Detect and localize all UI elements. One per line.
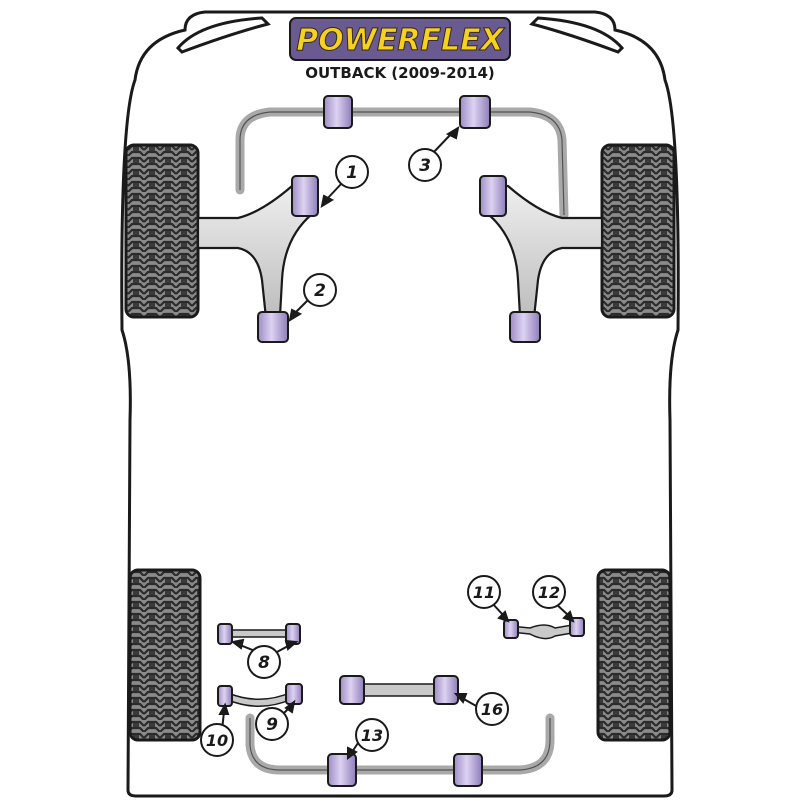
callout-13: 13	[355, 718, 389, 752]
svg-text:16: 16	[481, 700, 503, 719]
bushing-trailing-arm-rear	[433, 675, 459, 705]
model-subtitle: OUTBACK (2009-2014)	[305, 64, 495, 82]
svg-text:1: 1	[346, 163, 358, 183]
svg-text:12: 12	[538, 583, 560, 602]
callout-9: 9	[255, 707, 289, 741]
bushing-front-wishbone-right	[479, 175, 507, 217]
powerflex-logo: POWERFLEX	[289, 17, 511, 61]
callout-1: 1	[335, 155, 369, 189]
front-right-wishbone	[486, 182, 604, 320]
bushing-toe-arm-outer	[569, 617, 585, 637]
windscreen-left	[175, 16, 271, 54]
svg-text:8: 8	[258, 653, 270, 673]
svg-text:3: 3	[419, 156, 431, 176]
callout-11: 11	[467, 575, 501, 609]
bushing-rear-arm-upper-inner	[217, 623, 233, 645]
svg-text:11: 11	[473, 583, 495, 602]
bushing-front-wishbone-rear-left	[257, 311, 289, 343]
bushing-rear-arb-right	[453, 753, 483, 787]
bushing-front-arb-left	[323, 95, 353, 129]
svg-text:13: 13	[361, 726, 383, 745]
rear-right-tyre	[596, 568, 672, 742]
rear-lateral-arm-upper	[227, 629, 295, 638]
callout-10: 10	[200, 723, 234, 757]
windscreen-right	[529, 16, 625, 54]
bushing-trailing-arm-front	[339, 675, 365, 705]
callout-12: 12	[532, 575, 566, 609]
rear-trailing-arm	[351, 683, 447, 697]
bushing-front-arb-right	[459, 95, 491, 129]
logo-text: POWERFLEX	[296, 23, 505, 58]
callout-3: 3	[408, 148, 442, 182]
rear-left-tyre	[128, 568, 202, 742]
bushing-rear-arb-left	[327, 753, 357, 787]
car-body-outline	[120, 10, 680, 798]
callout-16: 16	[475, 692, 509, 726]
bushing-front-wishbone-left	[291, 175, 319, 217]
svg-text:10: 10	[206, 731, 228, 750]
bushing-front-wishbone-rear-right	[509, 311, 541, 343]
front-left-wishbone	[196, 182, 314, 320]
bushing-toe-arm-inner	[503, 619, 519, 639]
svg-text:9: 9	[266, 715, 278, 735]
svg-text:2: 2	[314, 281, 326, 301]
callout-8: 8	[247, 645, 281, 679]
front-left-tyre	[124, 143, 200, 319]
front-right-tyre	[600, 143, 676, 319]
callout-2: 2	[303, 273, 337, 307]
